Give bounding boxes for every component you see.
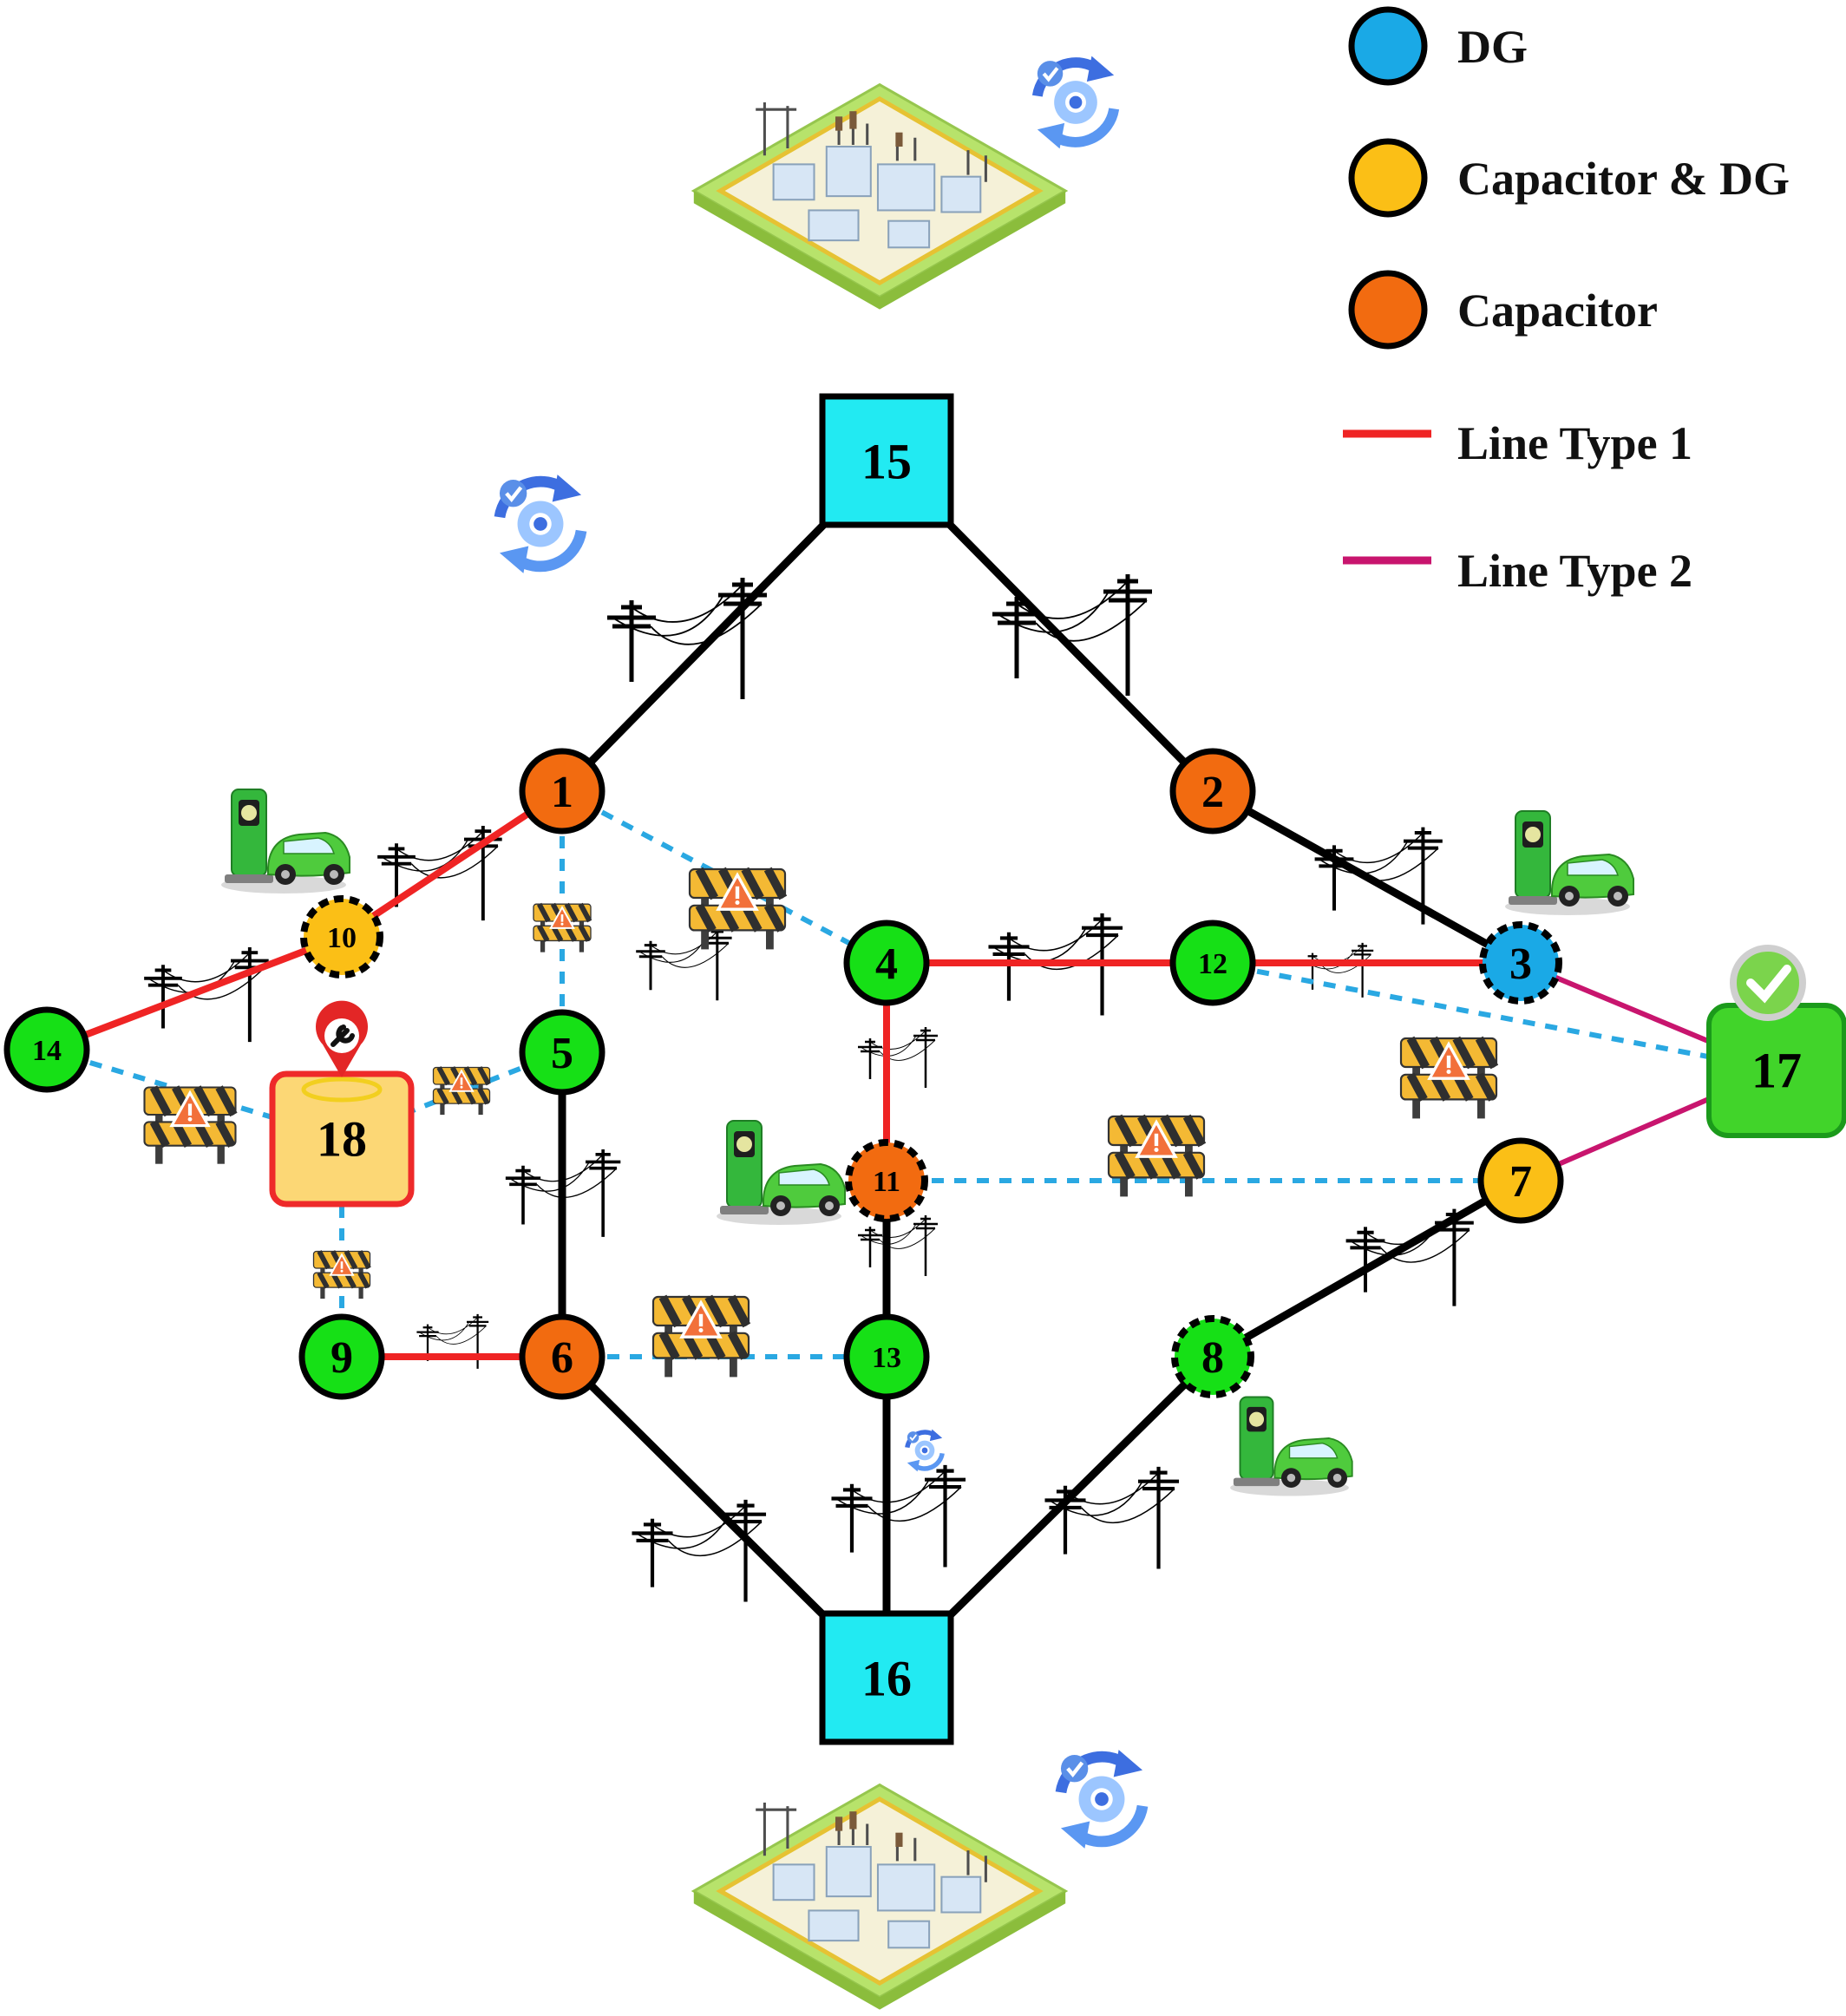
node-5[interactable]: 5 (519, 1009, 606, 1096)
node-1[interactable]: 1 (519, 748, 606, 835)
road-barrier-warning-icon (434, 1068, 490, 1116)
utility-pole-icon (1346, 1209, 1474, 1306)
ev-charging-station-icon (1229, 1396, 1353, 1497)
road-barrier-warning-icon (690, 869, 785, 949)
substation-16-illustration (694, 1785, 1065, 2010)
node-label: 14 (32, 1035, 62, 1067)
repair-wrench-pin-icon (316, 1000, 369, 1077)
node-label: 4 (875, 939, 898, 989)
node-6[interactable]: 6 (519, 1313, 606, 1400)
node-13[interactable]: 13 (843, 1313, 930, 1400)
ev-charging-station-icon (1504, 810, 1634, 916)
line-2-3 (1208, 787, 1525, 967)
line-12-17 (1212, 960, 1777, 1072)
ev-charging-station-icon (220, 789, 350, 894)
node-4[interactable]: 4 (843, 920, 930, 1006)
node-14[interactable]: 14 (3, 1006, 90, 1093)
legend-item-line-type-1: Line Type 1 (1343, 417, 1692, 469)
line-7-8 (1208, 1176, 1525, 1361)
line-10-14 (43, 933, 345, 1053)
node-18[interactable]: 18 (269, 1000, 415, 1208)
node-label: 16 (861, 1650, 912, 1706)
utility-pole-icon (607, 578, 767, 699)
refresh-gear-icon (1030, 56, 1123, 149)
node-16[interactable]: 16 (819, 1610, 954, 1745)
node-label: 18 (317, 1110, 367, 1167)
node-label: 17 (1751, 1042, 1802, 1098)
line-1-10 (338, 788, 566, 940)
utility-pole-icon (831, 1465, 966, 1568)
node-7[interactable]: 7 (1477, 1137, 1564, 1224)
node-label: 11 (873, 1166, 900, 1198)
utility-pole-icon (1300, 941, 1375, 999)
node-12[interactable]: 12 (1169, 920, 1256, 1006)
network-lines (43, 456, 1779, 1682)
node-3[interactable]: 3 (1479, 921, 1562, 1005)
utility-pole-icon (1044, 1467, 1179, 1569)
road-barrier-warning-icon (653, 1297, 749, 1377)
node-label: 2 (1201, 768, 1224, 817)
node-label: 5 (551, 1029, 573, 1078)
node-10[interactable]: 10 (300, 895, 383, 979)
legend: DG Capacitor & DG Capacitor Line Type 1 … (1343, 6, 1790, 597)
node-label: 6 (551, 1333, 573, 1383)
node-label: 8 (1201, 1333, 1224, 1383)
node-8[interactable]: 8 (1171, 1315, 1254, 1398)
refresh-gear-icon (491, 475, 590, 573)
node-2[interactable]: 2 (1169, 748, 1256, 835)
legend-label: Line Type 1 (1457, 417, 1692, 469)
ev-charging-station-icon (716, 1120, 846, 1226)
road-barrier-warning-icon (145, 1088, 236, 1164)
legend-item-capacitor-dg: Capacitor & DG (1348, 138, 1790, 218)
refresh-gear-icon (1052, 1750, 1151, 1849)
legend-label: Line Type 2 (1457, 545, 1692, 597)
checkmark-badge-icon (1730, 945, 1806, 1021)
node-label: 9 (331, 1333, 353, 1383)
road-barrier-warning-icon (534, 904, 591, 952)
substation-15-illustration (694, 85, 1065, 310)
legend-label: Capacitor (1457, 285, 1658, 337)
legend-label: Capacitor & DG (1457, 153, 1790, 205)
node-15[interactable]: 15 (819, 393, 954, 528)
node-label: 12 (1198, 948, 1227, 980)
road-barrier-warning-icon (1401, 1038, 1496, 1118)
road-barrier-warning-icon (314, 1252, 370, 1299)
utility-pole-icon (856, 1025, 939, 1090)
legend-item-line-type-2: Line Type 2 (1343, 545, 1692, 597)
utility-pole-icon (632, 1500, 766, 1602)
node-label: 1 (551, 768, 573, 817)
node-label: 15 (861, 433, 912, 489)
legend-label: DG (1457, 21, 1528, 73)
node-label: 3 (1509, 939, 1532, 989)
node-label: 7 (1509, 1157, 1532, 1207)
legend-item-capacitor: Capacitor (1348, 270, 1658, 350)
refresh-gear-icon (904, 1430, 946, 1472)
node-17[interactable]: 17 (1706, 945, 1846, 1138)
utility-pole-icon (416, 1312, 490, 1371)
legend-item-dg: DG (1348, 6, 1528, 86)
road-barrier-warning-icon (1109, 1116, 1204, 1196)
utility-pole-icon (634, 926, 734, 1002)
node-9[interactable]: 9 (298, 1313, 385, 1400)
node-11[interactable]: 11 (845, 1139, 928, 1222)
node-label: 10 (327, 922, 357, 954)
node-label: 13 (872, 1342, 901, 1374)
utility-pole-icon (856, 1214, 939, 1278)
utility-pole-icon (142, 946, 271, 1044)
